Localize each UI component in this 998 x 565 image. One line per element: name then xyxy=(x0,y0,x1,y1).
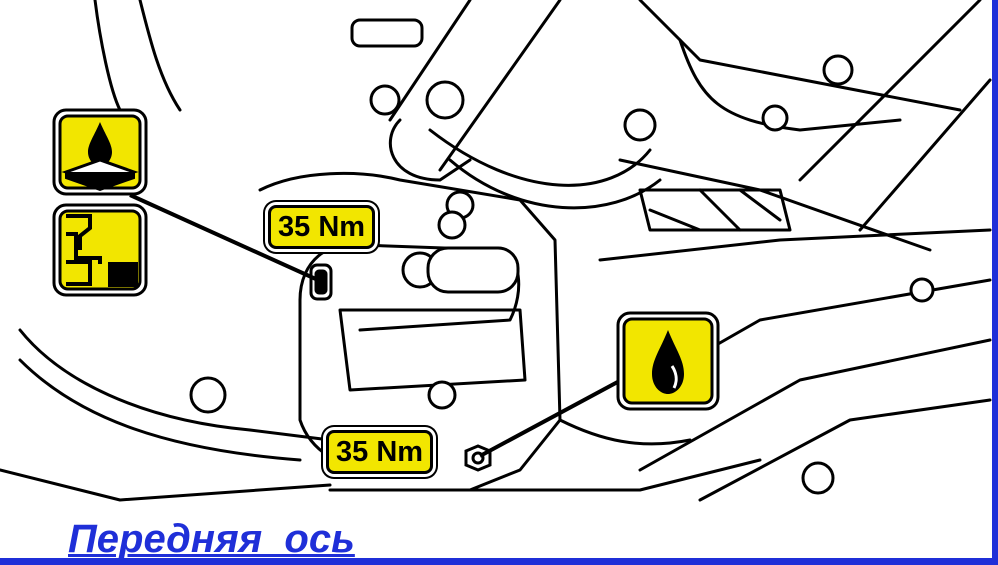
frame-border-bottom xyxy=(0,558,998,565)
drain-plug-torque-label: 35 Nm xyxy=(326,430,434,474)
frame-border-right xyxy=(992,0,998,565)
caption-front-axle: Передняя ось xyxy=(68,517,355,561)
oil-fill-level-icon xyxy=(52,108,148,196)
fill-plug-torque-label: 35 Nm xyxy=(268,205,376,249)
oil-level-check-icon xyxy=(52,203,148,297)
oil-drain-icon xyxy=(616,311,720,411)
